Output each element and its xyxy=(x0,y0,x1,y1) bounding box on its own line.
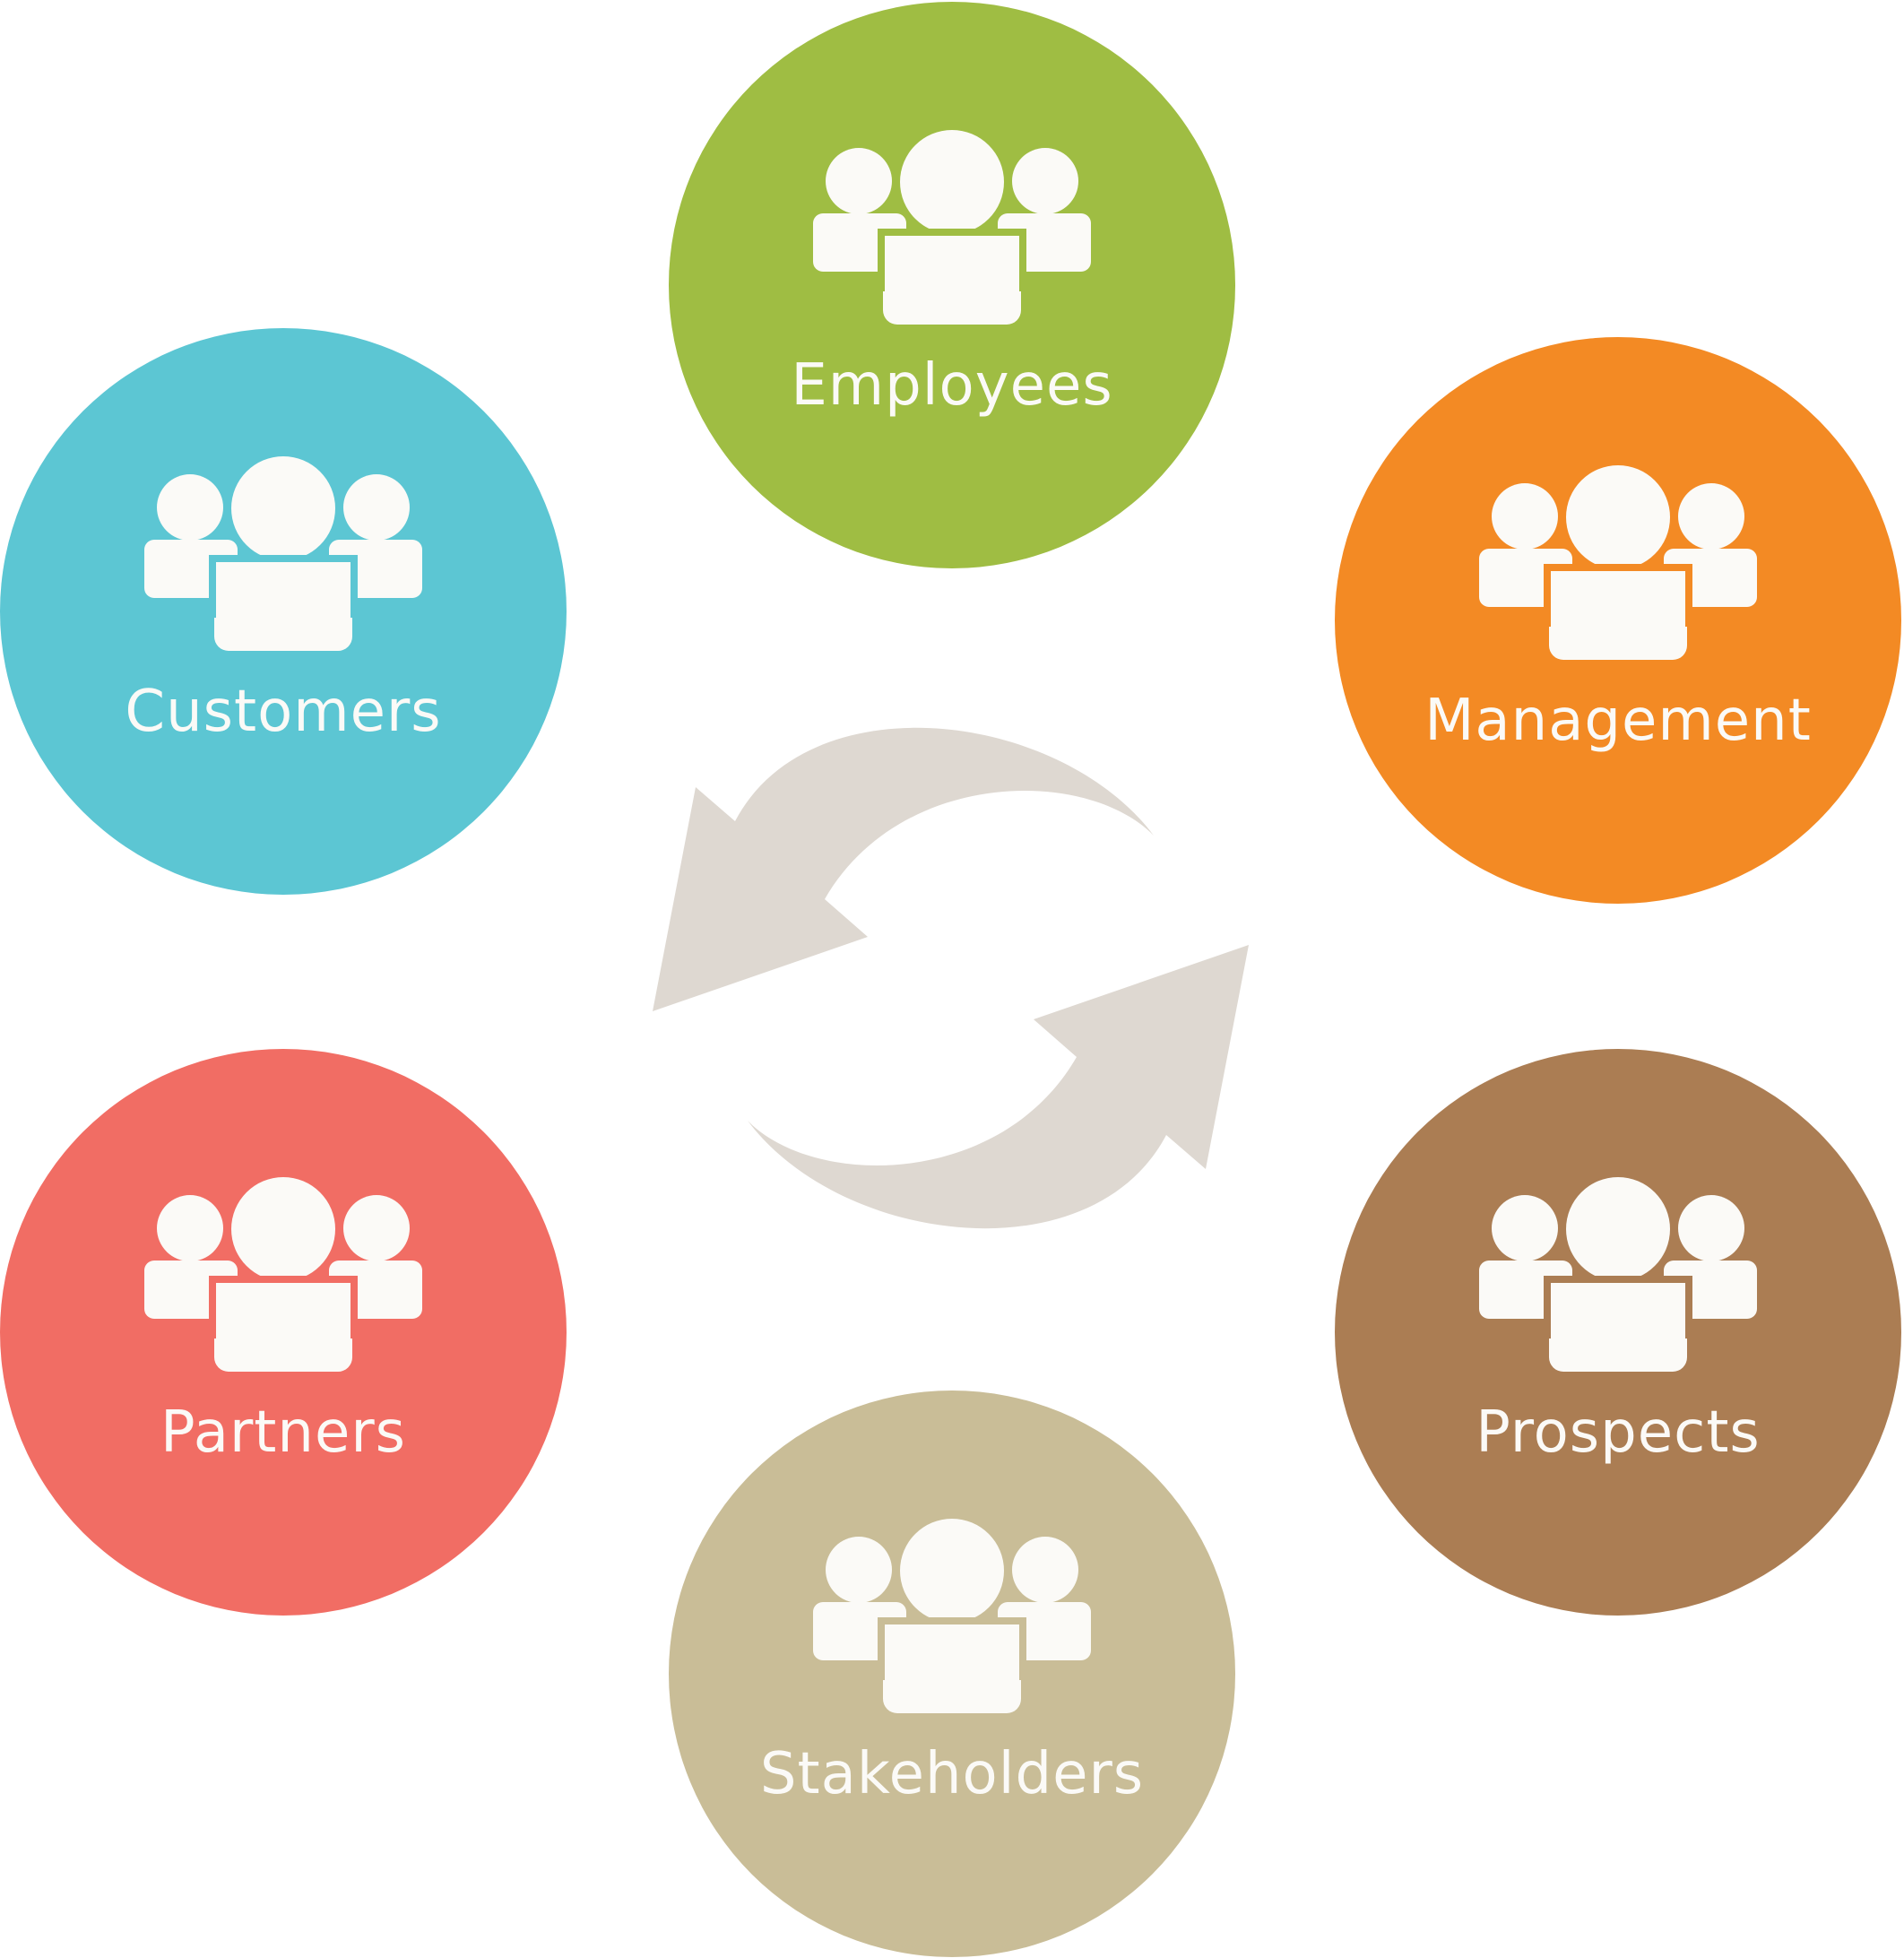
person-head-center xyxy=(231,456,335,560)
management-label: Management xyxy=(1424,688,1812,754)
person-body-center xyxy=(214,559,352,651)
icon-gap-left xyxy=(878,1617,885,1680)
person-head-center xyxy=(231,1177,335,1281)
group-of-people-icon xyxy=(1479,465,1757,660)
icon-gap-left xyxy=(209,555,216,618)
person-head-right xyxy=(343,1195,410,1261)
icon-gap-left xyxy=(1544,564,1551,627)
person-head-right xyxy=(1678,1195,1744,1261)
person-body-center xyxy=(214,1280,352,1372)
person-head-left xyxy=(826,1537,892,1603)
group-employees: Employees xyxy=(669,2,1235,568)
person-head-left xyxy=(157,474,223,541)
group-of-people-icon xyxy=(1479,1177,1757,1372)
person-head-left xyxy=(1492,483,1558,550)
group-of-people-icon xyxy=(813,1519,1091,1713)
icon-gap-top xyxy=(216,1276,351,1283)
cycle-arrows-icon xyxy=(653,727,1249,1229)
group-partners: Partners xyxy=(0,1049,567,1616)
person-body-center xyxy=(1549,568,1687,660)
prospects-label: Prospects xyxy=(1476,1399,1761,1466)
stakeholders-label: Stakeholders xyxy=(760,1741,1144,1807)
employees-label: Employees xyxy=(791,352,1112,419)
person-head-center xyxy=(900,130,1004,234)
icon-gap-right xyxy=(1019,1617,1026,1680)
icon-gap-top xyxy=(1551,564,1685,571)
person-head-left xyxy=(826,148,892,214)
group-management: Management xyxy=(1335,337,1901,904)
group-prospects: Prospects xyxy=(1335,1049,1901,1616)
person-head-right xyxy=(1678,483,1744,550)
icon-gap-right xyxy=(351,555,358,618)
arrow-upper-left xyxy=(653,727,1154,1011)
partners-label: Partners xyxy=(160,1399,406,1466)
person-body-center xyxy=(1549,1280,1687,1372)
person-body-center xyxy=(883,1622,1021,1713)
icon-gap-right xyxy=(351,1276,358,1339)
group-of-people-icon xyxy=(144,1177,422,1372)
icon-gap-right xyxy=(1685,1276,1692,1339)
person-head-right xyxy=(1012,1537,1078,1603)
icon-gap-top xyxy=(885,229,1019,236)
group-customers: Customers xyxy=(0,328,567,895)
person-head-center xyxy=(1566,1177,1670,1281)
icon-gap-left xyxy=(209,1276,216,1339)
person-body-center xyxy=(883,233,1021,325)
customers-label: Customers xyxy=(125,679,441,745)
group-stakeholders: Stakeholders xyxy=(669,1391,1235,1957)
person-head-right xyxy=(343,474,410,541)
icon-gap-left xyxy=(1544,1276,1551,1339)
arrow-lower-right xyxy=(748,945,1249,1229)
icon-gap-left xyxy=(878,229,885,291)
person-head-left xyxy=(1492,1195,1558,1261)
icon-gap-top xyxy=(1551,1276,1685,1283)
group-of-people-icon xyxy=(813,130,1091,325)
person-head-right xyxy=(1012,148,1078,214)
icon-gap-top xyxy=(216,555,351,562)
person-head-center xyxy=(900,1519,1004,1623)
icon-gap-right xyxy=(1019,229,1026,291)
person-head-left xyxy=(157,1195,223,1261)
person-head-center xyxy=(1566,465,1670,569)
icon-gap-top xyxy=(885,1617,1019,1624)
icon-gap-right xyxy=(1685,564,1692,627)
